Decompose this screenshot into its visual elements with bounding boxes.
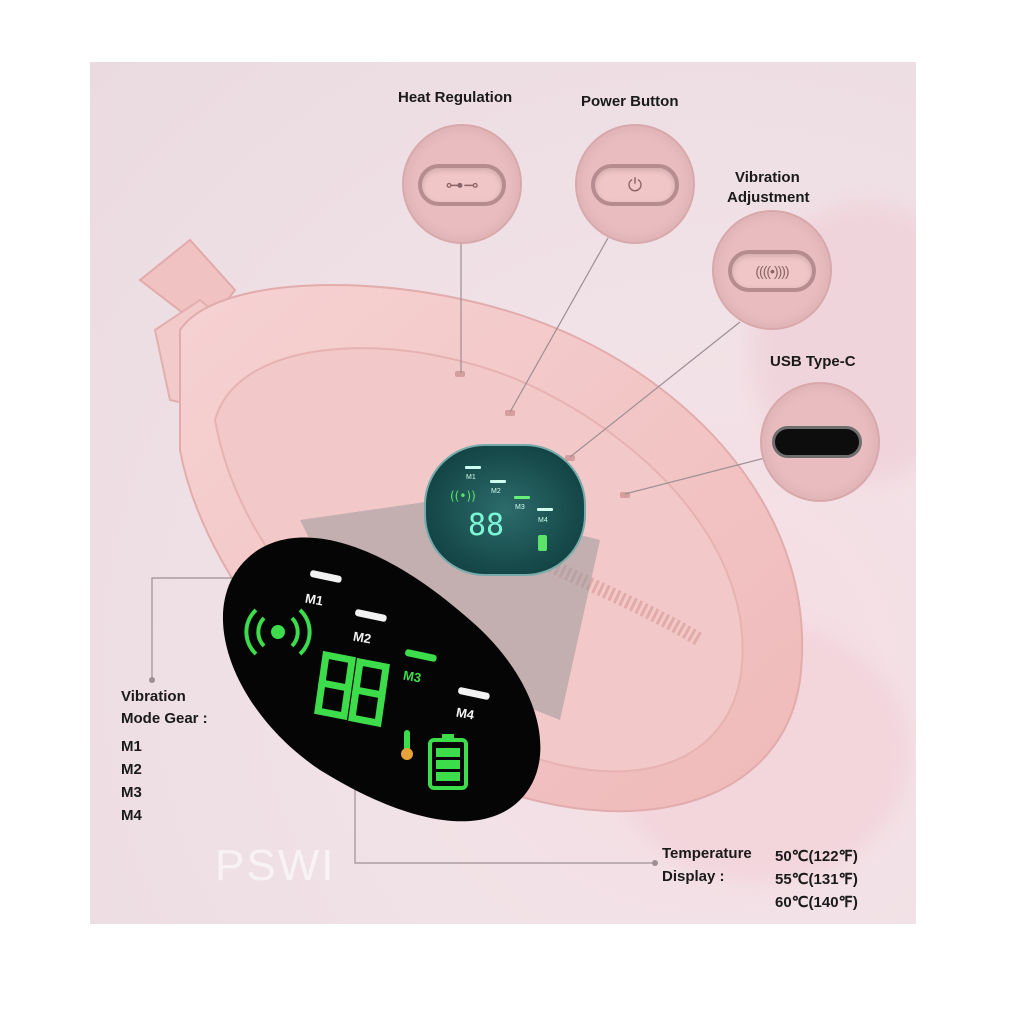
small-display: M1 M2 M3 M4 88 ((•)) bbox=[424, 444, 586, 576]
svg-text:M3: M3 bbox=[515, 504, 525, 511]
seven-segment-digits bbox=[314, 650, 390, 728]
gear-indicators bbox=[310, 570, 490, 700]
battery-icon bbox=[428, 734, 468, 790]
gear-list-item: M1 bbox=[121, 738, 142, 755]
device-side-button bbox=[455, 371, 465, 377]
display-gear-m4: M4 bbox=[454, 704, 476, 723]
svg-text:88: 88 bbox=[468, 508, 504, 543]
heat-button: ⊶⊸ bbox=[418, 164, 506, 206]
gear-list-item: M2 bbox=[121, 761, 142, 778]
callout-label-heat-regulation: Heat Regulation bbox=[398, 89, 513, 106]
display-gear-m1: M1 bbox=[303, 590, 325, 609]
callout-power-button: ⏻ bbox=[575, 124, 695, 244]
key-icon: ⊶⊸ bbox=[445, 174, 479, 195]
svg-text:M2: M2 bbox=[491, 488, 501, 495]
vibration-mode-title-line2: Mode Gear : bbox=[121, 710, 208, 727]
vibration-button: ((((•)))) bbox=[728, 250, 816, 292]
svg-text:M4: M4 bbox=[538, 517, 548, 524]
vibration-mode-title-line1: Vibration bbox=[121, 688, 186, 705]
main-display bbox=[222, 537, 541, 822]
callout-dot bbox=[652, 860, 658, 866]
watermark: PSWI bbox=[215, 841, 335, 890]
temperature-value: 55℃(131℉) bbox=[775, 871, 858, 888]
device-side-button bbox=[505, 410, 515, 416]
device-side-button bbox=[565, 455, 575, 461]
callout-usb-type-c bbox=[760, 382, 880, 502]
temperature-title-line2: Display : bbox=[662, 868, 725, 885]
callout-label-vibration-line1: Vibration bbox=[735, 169, 800, 186]
temperature-title-line1: Temperature bbox=[662, 845, 752, 862]
callout-dot bbox=[149, 677, 155, 683]
thermometer-icon bbox=[401, 730, 413, 760]
temperature-value: 60℃(140℉) bbox=[775, 894, 858, 911]
callout-heat-regulation: ⊶⊸ bbox=[402, 124, 522, 244]
power-button: ⏻ bbox=[591, 164, 679, 206]
callout-label-vibration-line2: Adjustment bbox=[727, 189, 810, 206]
display-gear-m2: M2 bbox=[351, 628, 373, 647]
svg-text:M1: M1 bbox=[466, 474, 476, 481]
gear-list-item: M3 bbox=[121, 784, 142, 801]
power-icon: ⏻ bbox=[627, 174, 643, 195]
display-gear-m3: M3 bbox=[401, 667, 423, 686]
callout-label-usb-type-c: USB Type-C bbox=[770, 353, 856, 370]
callout-label-power-button: Power Button bbox=[581, 93, 679, 110]
callout-vibration-adjustment: ((((•)))) bbox=[712, 210, 832, 330]
usb-c-port-icon bbox=[772, 426, 862, 458]
gear-list-item: M4 bbox=[121, 807, 142, 824]
vibration-icon bbox=[244, 608, 312, 656]
vibration-wave-icon: ((((•)))) bbox=[755, 263, 789, 279]
temperature-value: 50℃(122℉) bbox=[775, 848, 858, 865]
svg-text:((•)): ((•)) bbox=[450, 489, 476, 503]
